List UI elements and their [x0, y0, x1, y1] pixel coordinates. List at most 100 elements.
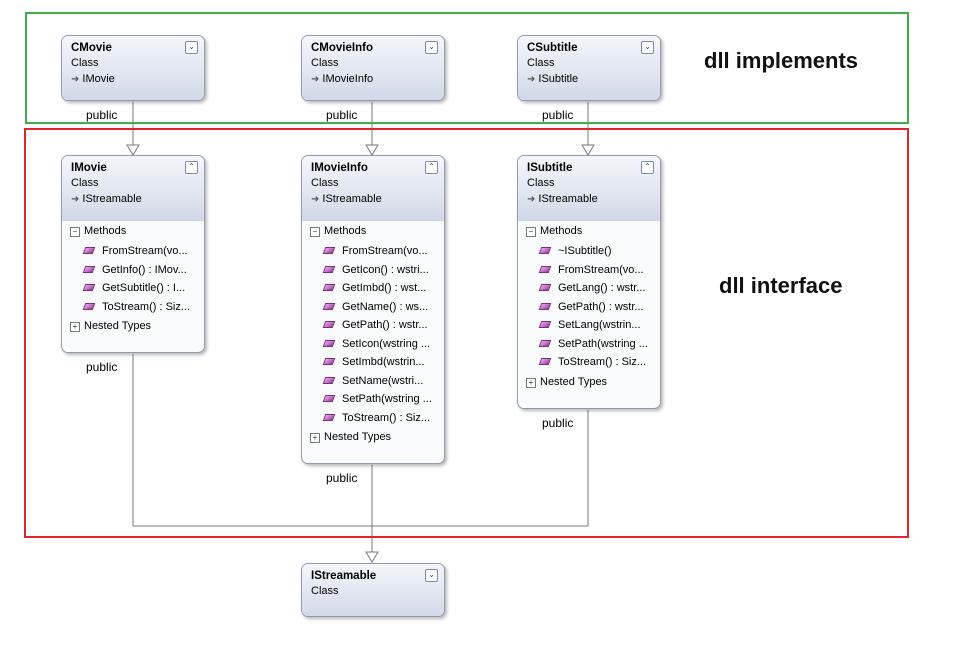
class-header: IMovieInfo Class ➜IStreamable ⌃	[302, 156, 444, 221]
method-item[interactable]: SetName(wstri...	[302, 372, 444, 391]
collapse-icon[interactable]: ⌃	[425, 161, 438, 174]
class-box-cmovieinfo[interactable]: CMovieInfo Class ➜IMovieInfo ⌄	[301, 35, 445, 101]
inherit-icon: ➜	[527, 194, 536, 205]
method-item[interactable]: GetImbd() : wst...	[302, 279, 444, 298]
method-item[interactable]: ToStream() : Siz...	[518, 353, 660, 372]
method-icon	[82, 265, 96, 273]
minus-icon[interactable]: −	[310, 227, 320, 237]
method-signature: GetPath() : wstr...	[558, 300, 644, 313]
class-header: CSubtitle Class ➜ISubtitle ⌄	[518, 36, 660, 100]
method-item[interactable]: SetImbd(wstrin...	[302, 353, 444, 372]
inherit-icon: ➜	[71, 74, 80, 85]
collapse-icon[interactable]: ⌃	[641, 161, 654, 174]
method-signature: GetImbd() : wst...	[342, 282, 427, 294]
edge-label-public: public	[326, 108, 358, 122]
method-item[interactable]: SetPath(wstring ...	[518, 335, 660, 354]
methods-label: Methods	[324, 225, 367, 237]
method-icon	[538, 247, 552, 254]
nested-types-section-header[interactable]: +Nested Types	[62, 316, 204, 337]
class-name: CMovieInfo	[311, 42, 373, 54]
method-icon	[82, 247, 96, 254]
method-item[interactable]: FromStream(vo...	[62, 242, 204, 261]
method-icon	[322, 265, 336, 273]
minus-icon[interactable]: −	[70, 227, 80, 237]
method-signature: GetInfo() : IMov...	[102, 263, 187, 276]
method-signature: ~ISubtitle()	[558, 245, 612, 257]
methods-section-header[interactable]: −Methods	[302, 221, 444, 242]
method-item[interactable]: GetPath() : wstr...	[518, 298, 660, 317]
method-item[interactable]: SetPath(wstring ...	[302, 390, 444, 409]
expand-icon[interactable]: ⌄	[185, 41, 198, 54]
method-item[interactable]: GetPath() : wstr...	[302, 316, 444, 335]
minus-icon[interactable]: −	[526, 227, 536, 237]
method-signature: SetIcon(wstring ...	[342, 337, 431, 350]
collapse-icon[interactable]: ⌃	[185, 161, 198, 174]
class-name: CSubtitle	[527, 42, 578, 54]
dll-implements-region	[25, 12, 909, 124]
class-base: ➜IStreamable	[71, 191, 204, 208]
inherit-arrowhead	[581, 144, 595, 156]
method-icon	[538, 358, 552, 365]
method-item[interactable]: GetName() : ws...	[302, 298, 444, 317]
method-signature: GetIcon() : wstri...	[342, 263, 429, 276]
method-item[interactable]: GetIcon() : wstri...	[302, 261, 444, 280]
class-box-imovieinfo[interactable]: IMovieInfo Class ➜IStreamable ⌃ −Methods…	[301, 155, 445, 464]
method-item[interactable]: GetSubtitle() : I...	[62, 279, 204, 298]
method-signature: SetPath(wstring ...	[342, 393, 432, 405]
method-item[interactable]: SetLang(wstrin...	[518, 316, 660, 335]
base-name: IMovie	[82, 73, 115, 85]
class-box-csubtitle[interactable]: CSubtitle Class ➜ISubtitle ⌄	[517, 35, 661, 101]
class-name: IMovie	[71, 162, 107, 174]
methods-label: Methods	[84, 225, 127, 237]
inherit-arrowhead	[365, 144, 379, 156]
edge-label-public: public	[86, 108, 118, 122]
nested-types-label: Nested Types	[324, 431, 392, 443]
method-signature: GetSubtitle() : I...	[102, 282, 186, 294]
class-box-istreamable[interactable]: IStreamable Class ⌄	[301, 563, 445, 617]
method-signature: GetLang() : wstr...	[558, 282, 646, 294]
method-icon	[322, 358, 336, 365]
class-name: IMovieInfo	[311, 162, 368, 174]
method-signature: GetName() : ws...	[342, 300, 429, 313]
base-name: IMovieInfo	[322, 73, 374, 85]
nested-types-label: Nested Types	[540, 375, 608, 388]
plus-icon[interactable]: +	[70, 322, 80, 332]
plus-icon[interactable]: +	[310, 433, 320, 443]
class-name: CMovie	[71, 42, 112, 54]
method-icon	[322, 376, 336, 384]
method-item[interactable]: ToStream() : Siz...	[62, 298, 204, 317]
method-signature: SetName(wstri...	[342, 374, 424, 387]
inherit-icon: ➜	[71, 194, 80, 205]
methods-section-header[interactable]: −Methods	[62, 221, 204, 242]
dll-interface-label: dll interface	[719, 273, 843, 298]
method-item[interactable]: ToStream() : Siz...	[302, 409, 444, 428]
methods-section-header[interactable]: −Methods	[518, 221, 660, 242]
nested-types-section-header[interactable]: + Nested Types	[302, 427, 444, 448]
method-item[interactable]: FromStream(vo...	[518, 261, 660, 280]
edge-label-public: public	[326, 471, 358, 485]
class-box-imovie[interactable]: IMovie Class ➜IStreamable ⌃ −Methods Fro…	[61, 155, 205, 353]
method-item[interactable]: FromStream(vo...	[302, 242, 444, 261]
expand-icon[interactable]: ⌄	[425, 41, 438, 54]
method-icon	[82, 302, 96, 310]
method-icon	[322, 247, 336, 254]
method-item[interactable]: GetInfo() : IMov...	[62, 261, 204, 280]
method-icon	[322, 413, 336, 421]
class-box-isubtitle[interactable]: ISubtitle Class ➜IStreamable ⌃ −Methods …	[517, 155, 661, 409]
class-box-cmovie[interactable]: CMovie Class ➜IMovie ⌄	[61, 35, 205, 101]
plus-icon[interactable]: +	[526, 377, 536, 388]
nested-types-section-header[interactable]: + Nested Types	[518, 372, 660, 393]
method-item[interactable]: GetLang() : wstr...	[518, 279, 660, 298]
method-icon	[538, 321, 552, 328]
method-item[interactable]: ~ISubtitle()	[518, 242, 660, 261]
edge-label-public: public	[542, 108, 574, 122]
inherit-icon: ➜	[527, 74, 536, 85]
expand-icon[interactable]: ⌄	[641, 41, 654, 54]
method-item[interactable]: SetIcon(wstring ...	[302, 335, 444, 354]
class-kind: Class	[311, 585, 339, 597]
method-icon	[322, 284, 336, 291]
class-base: ➜IStreamable	[311, 191, 444, 208]
class-kind: Class	[71, 177, 99, 189]
expand-icon[interactable]: ⌄	[425, 569, 438, 582]
method-signature: SetImbd(wstrin...	[342, 356, 425, 368]
